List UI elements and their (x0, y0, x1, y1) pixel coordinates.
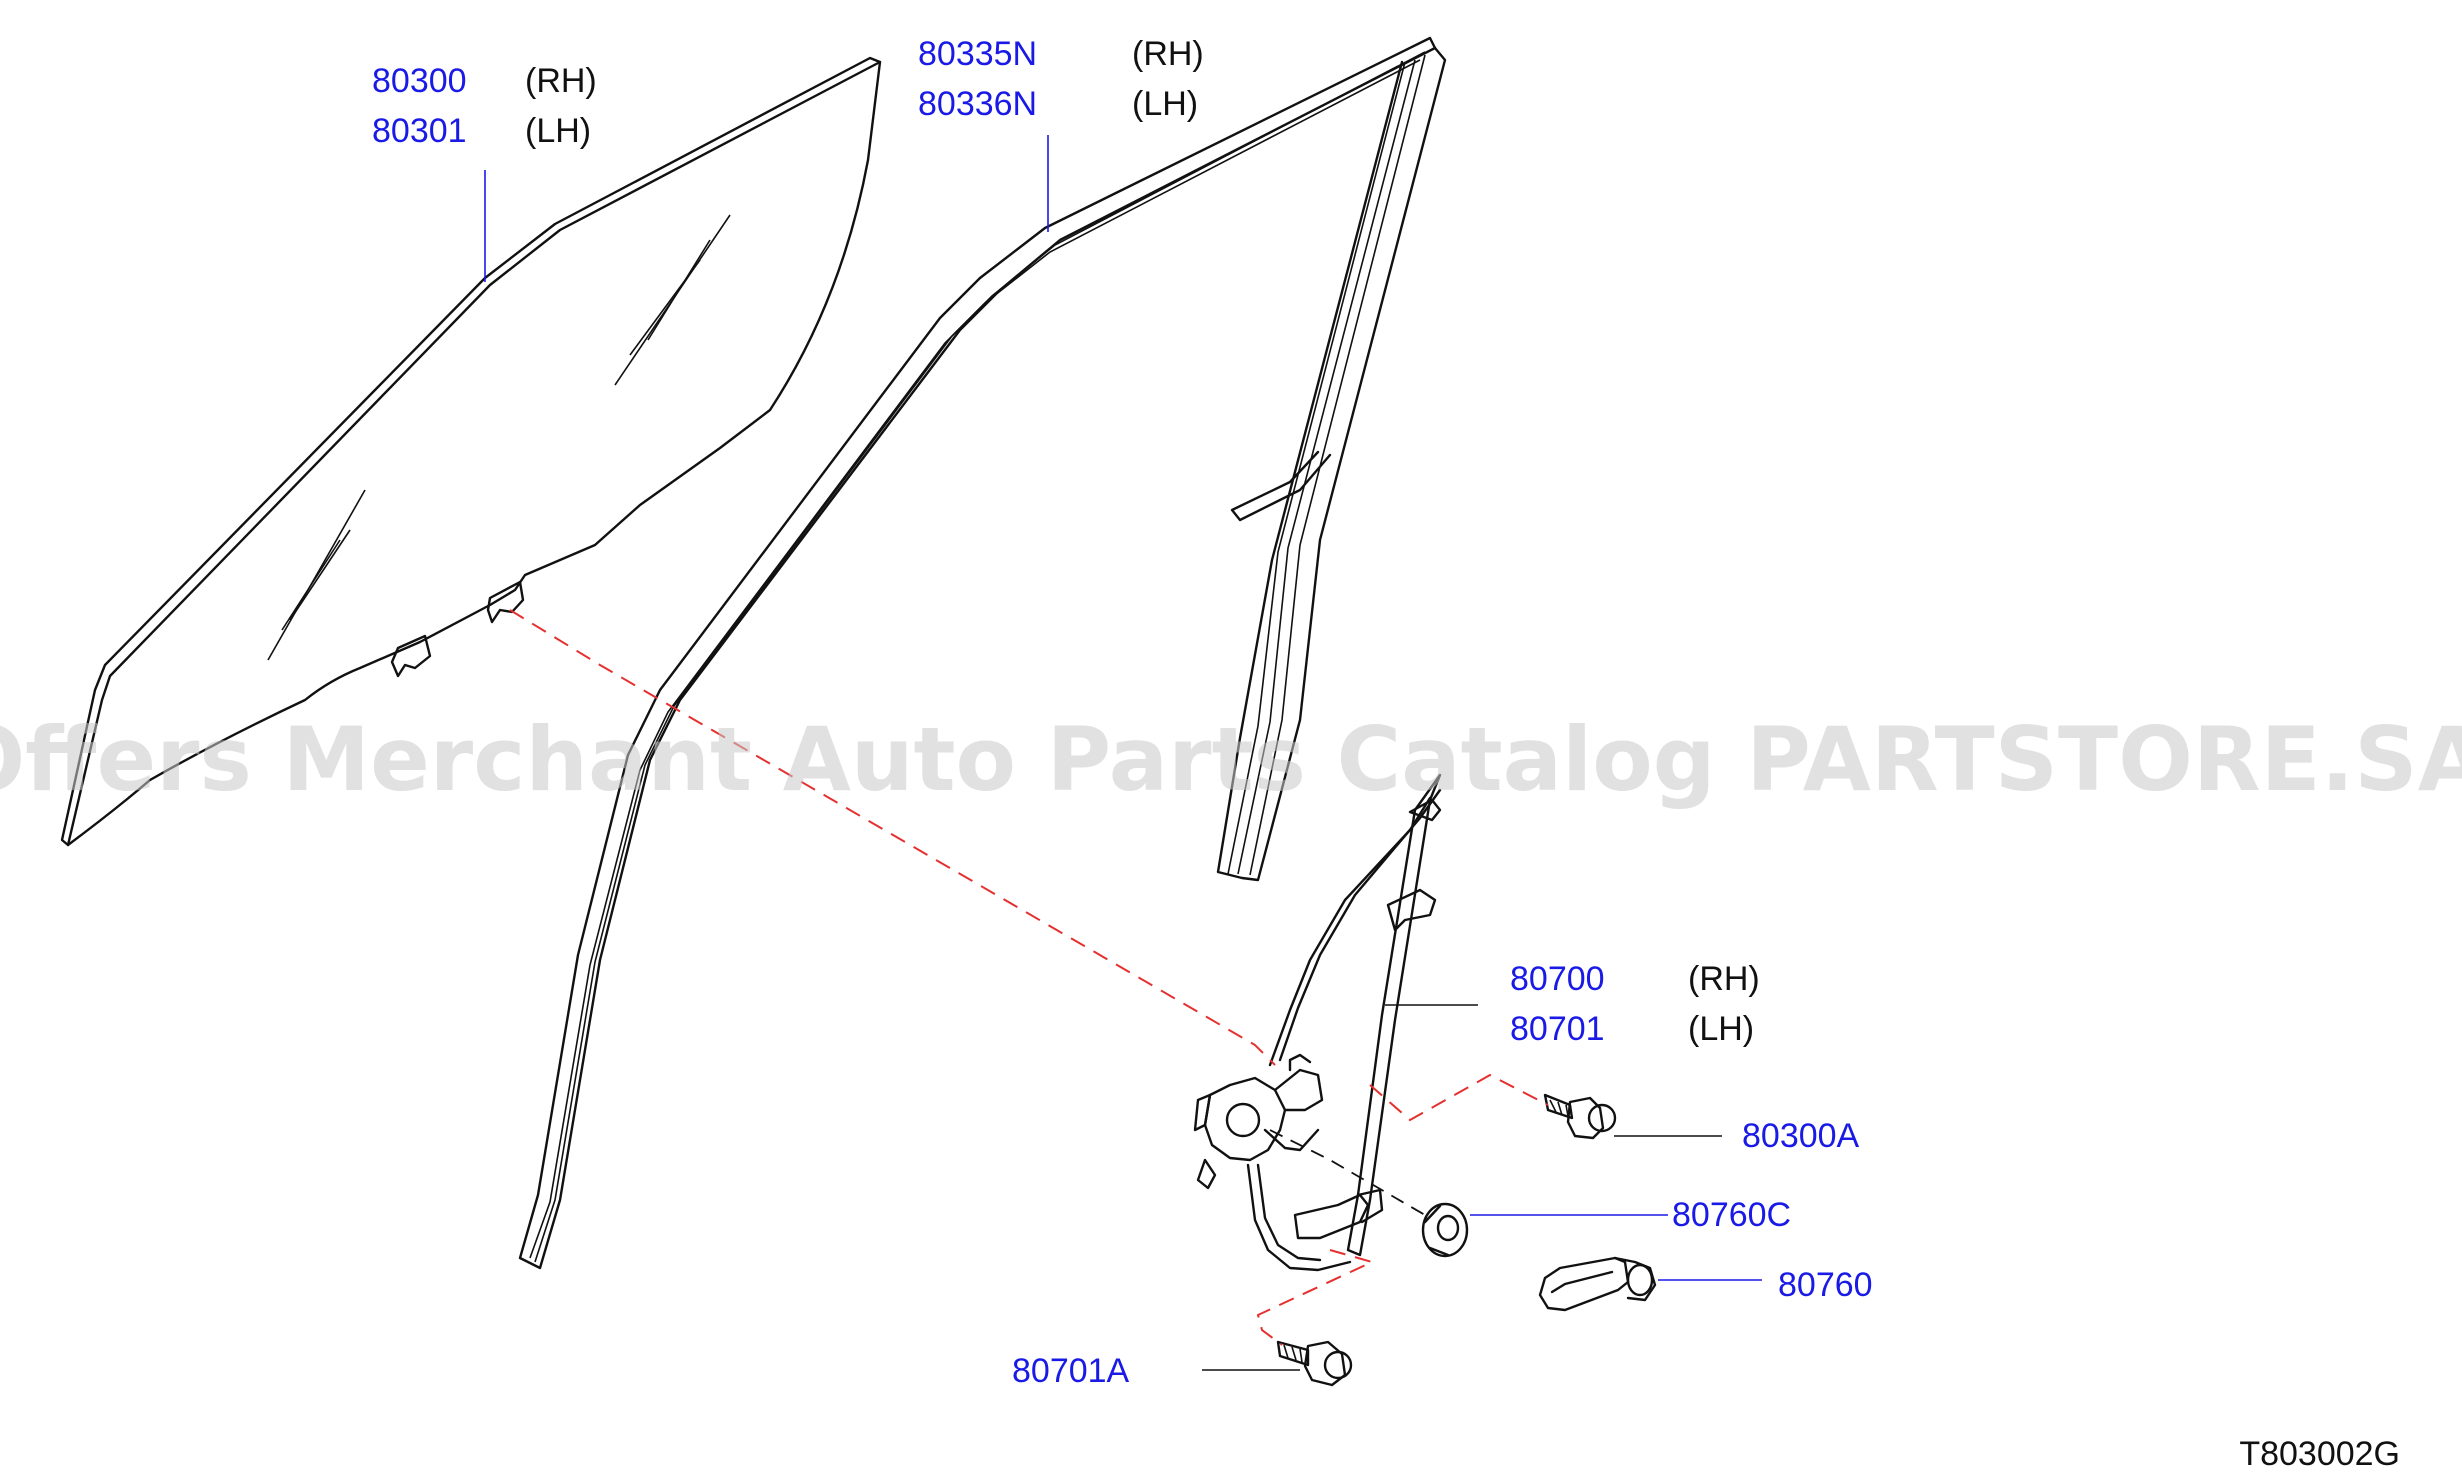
callout-glass[interactable]: 80300 (RH) 80301 (LH) (372, 62, 597, 150)
handle-seat[interactable] (1421, 1202, 1469, 1258)
bolt-lower[interactable] (1276, 1340, 1353, 1387)
part-number-80701a[interactable]: 80701A (1012, 1352, 1130, 1390)
part-number-80760c[interactable]: 80760C (1672, 1196, 1791, 1234)
watermark: Offers Merchant Auto Parts Catalog PARTS… (0, 708, 2462, 811)
part-number-80300[interactable]: 80300 (372, 62, 467, 100)
diagram-code: T803002G (2239, 1435, 2400, 1473)
door-glass[interactable] (60, 56, 882, 847)
callout-run-channel[interactable]: 80335N (RH) 80336N (LH) (918, 35, 1204, 123)
part-number-80335n[interactable]: 80335N (918, 35, 1037, 73)
window-regulator[interactable] (1193, 773, 1442, 1272)
part-number-80760[interactable]: 80760 (1778, 1266, 1873, 1304)
part-number-80701[interactable]: 80701 (1510, 1010, 1605, 1048)
side-rh-label: (RH) (1132, 35, 1204, 73)
window-handle[interactable] (1538, 1256, 1657, 1312)
leader-lines (484, 135, 1762, 1371)
side-rh-label: (RH) (1688, 960, 1760, 998)
side-lh-label: (LH) (525, 112, 591, 150)
bolt-upper[interactable] (1543, 1093, 1617, 1140)
part-number-80300a[interactable]: 80300A (1742, 1117, 1860, 1155)
side-lh-label: (LH) (1132, 85, 1198, 123)
part-number-80336n[interactable]: 80336N (918, 85, 1037, 123)
assembly-connectors (509, 609, 1549, 1346)
side-rh-label: (RH) (525, 62, 597, 100)
part-number-80301[interactable]: 80301 (372, 112, 467, 150)
callout-regulator[interactable]: 80700 (RH) 80701 (LH) (1510, 960, 1760, 1048)
part-number-80700[interactable]: 80700 (1510, 960, 1605, 998)
glass-run-channel[interactable] (518, 36, 1447, 1270)
side-lh-label: (LH) (1688, 1010, 1754, 1048)
